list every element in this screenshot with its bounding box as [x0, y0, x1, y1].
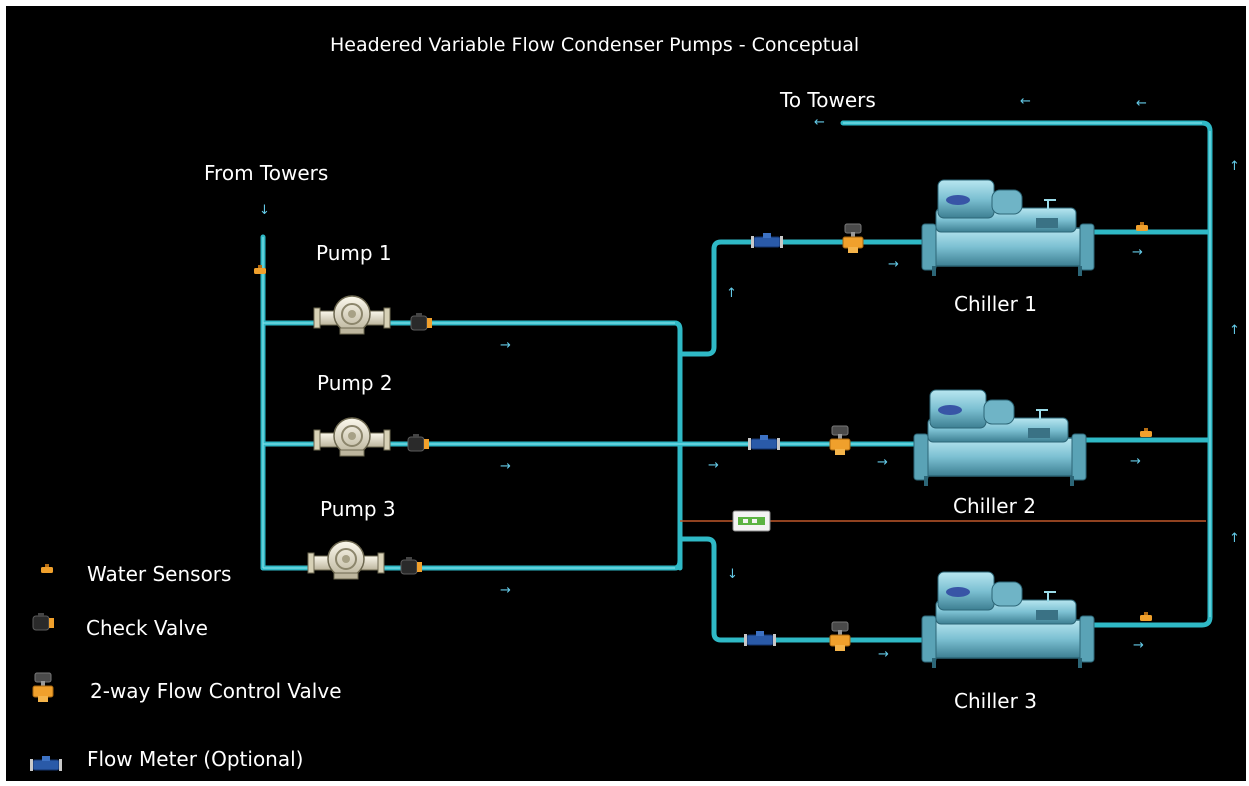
chiller-1-label: Chiller 1	[954, 292, 1037, 316]
centrifugal-pump-icon	[307, 540, 385, 580]
legend-flow-control-valve-label: 2-way Flow Control Valve	[90, 679, 342, 703]
bypass-device-icon	[732, 510, 771, 532]
chiller-2-icon	[913, 389, 1087, 487]
arrow-icon: ↓	[259, 203, 270, 218]
arrow-icon: ↑	[1229, 323, 1240, 338]
flow-meter-icon	[747, 434, 781, 451]
legend-valve-icon	[32, 672, 54, 703]
arrow-icon: ←	[1136, 96, 1147, 111]
chiller-3-label: Chiller 3	[954, 689, 1037, 713]
arrow-icon: ↑	[726, 286, 737, 301]
flow-meter-icon	[743, 630, 777, 647]
arrow-icon: →	[708, 458, 719, 473]
check-valve-icon	[410, 312, 433, 331]
diagram-title: Headered Variable Flow Condenser Pumps -…	[330, 34, 860, 56]
return-riser-pipe	[840, 120, 1213, 620]
chiller-2-label: Chiller 2	[953, 494, 1036, 518]
pump-2-label: Pump 2	[317, 371, 393, 395]
chiller3-branch-pipe	[677, 536, 933, 643]
arrow-icon: →	[878, 647, 889, 662]
arrow-icon: ←	[1020, 94, 1031, 109]
legend-flow-meter-icon	[29, 755, 63, 772]
arrow-icon: →	[1132, 245, 1143, 260]
from-towers-label: From Towers	[204, 161, 329, 185]
arrow-icon: ↓	[727, 567, 738, 582]
flow-meter-icon	[750, 232, 784, 249]
legend-check-valve-label: Check Valve	[86, 616, 208, 640]
arrow-icon: →	[1130, 454, 1141, 469]
pump3-line-pipe	[260, 557, 683, 571]
arrow-icon: →	[1133, 638, 1144, 653]
check-valve-icon	[407, 433, 430, 452]
arrow-icon: →	[500, 583, 511, 598]
arrow-icon: →	[500, 338, 511, 353]
water-sensor-icon	[1140, 612, 1152, 621]
centrifugal-pump-icon	[313, 417, 391, 457]
pump1-line-pipe	[260, 320, 683, 571]
two-way-valve-icon	[829, 425, 851, 456]
legend-water-sensors-label: Water Sensors	[87, 562, 232, 586]
chiller1-branch-pipe	[677, 239, 933, 357]
arrow-icon: ↑	[1229, 159, 1240, 174]
arrow-icon: →	[888, 257, 899, 272]
arrow-icon: ←	[814, 115, 825, 130]
arrow-icon: ↑	[1229, 531, 1240, 546]
water-sensor-icon	[1140, 428, 1152, 437]
to-towers-label: To Towers	[780, 88, 876, 112]
legend-check-valve-icon	[32, 612, 55, 631]
legend-flow-meter-label: Flow Meter (Optional)	[87, 747, 304, 771]
check-valve-icon	[400, 556, 423, 575]
two-way-valve-icon	[842, 223, 864, 254]
arrow-icon: →	[500, 459, 511, 474]
centrifugal-pump-icon	[313, 295, 391, 335]
chiller-3-icon	[921, 571, 1095, 669]
chiller-1-icon	[921, 179, 1095, 277]
pump-1-label: Pump 1	[316, 241, 392, 265]
legend-sensor-icon	[41, 564, 53, 573]
water-sensor-icon	[1136, 222, 1148, 231]
pump-3-label: Pump 3	[320, 497, 396, 521]
arrow-icon: →	[877, 455, 888, 470]
two-way-valve-icon	[829, 621, 851, 652]
